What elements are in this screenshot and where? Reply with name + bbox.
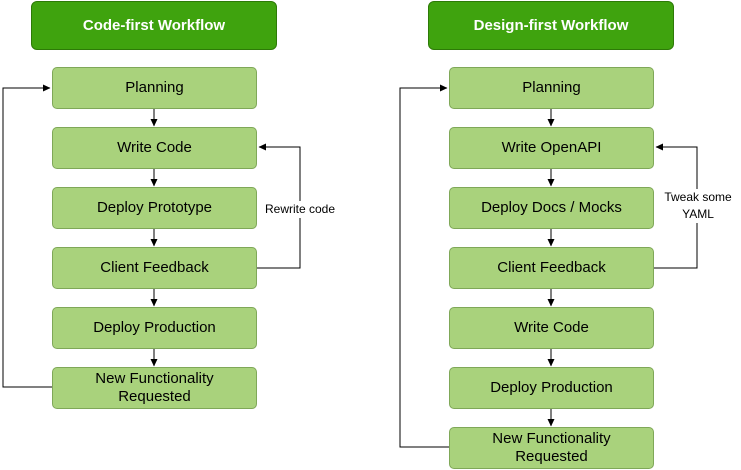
code-step-write-code: Write Code — [52, 127, 257, 169]
loop-design-back-to-planning — [399, 84, 449, 448]
code-step-deploy-production: Deploy Production — [52, 307, 257, 349]
design-step-write-openapi: Write OpenAPI — [449, 127, 654, 169]
design-step-new-functionality: New Functionality Requested — [449, 427, 654, 469]
code-step-planning: Planning — [52, 67, 257, 109]
design-step-planning: Planning — [449, 67, 654, 109]
code-loop-label: Rewrite code — [262, 201, 338, 218]
code-step-client-feedback: Client Feedback — [52, 247, 257, 289]
code-step-deploy-prototype: Deploy Prototype — [52, 187, 257, 229]
design-step-client-feedback: Client Feedback — [449, 247, 654, 289]
code-step-new-functionality: New Functionality Requested — [52, 367, 257, 409]
design-step-deploy-docs-mocks: Deploy Docs / Mocks — [449, 187, 654, 229]
design-step-deploy-production: Deploy Production — [449, 367, 654, 409]
design-step-write-code: Write Code — [449, 307, 654, 349]
loop-code-back-to-planning — [2, 84, 52, 388]
design-loop-label: Tweak some YAML — [659, 189, 737, 223]
code-first-title: Code-first Workflow — [31, 1, 277, 50]
design-first-title: Design-first Workflow — [428, 1, 674, 50]
